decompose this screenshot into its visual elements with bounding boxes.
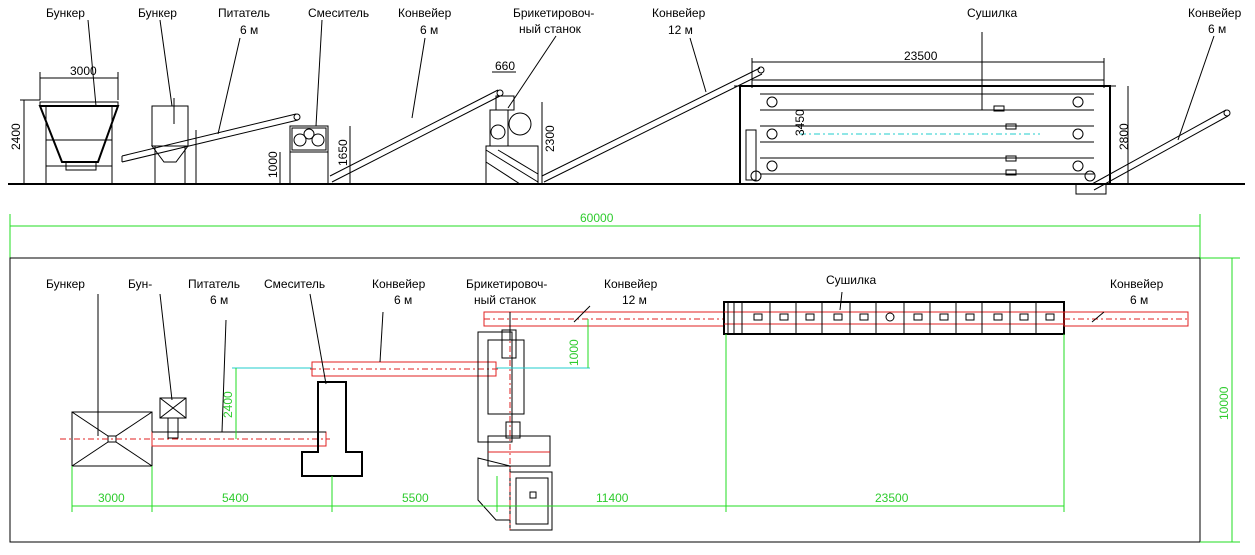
feeder-plan [151, 431, 327, 447]
building-outline [9, 257, 1201, 543]
mixer-h2-dim: 1650 [336, 139, 350, 166]
plan-label-bunker: Бункер [46, 277, 85, 291]
conveyor-1-elevation [329, 89, 504, 183]
dryer-plan [723, 301, 1065, 335]
label-bunker-2: Бункер [138, 6, 177, 20]
press-plan [477, 318, 553, 531]
offset-2400-dim: 2400 [221, 391, 235, 418]
plan-view: 60000 10000 [9, 211, 1240, 543]
elevation-view: 3000 2400 [8, 6, 1245, 195]
plan-label-feeder-l1: Питатель [188, 277, 240, 291]
small-bunker-plan [159, 397, 187, 439]
plan-label-conveyor-3-l1: Конвейер [1110, 277, 1164, 291]
dim-5500: 5500 [402, 491, 429, 505]
bunker-2-elevation [151, 98, 197, 184]
conveyor-2-plan [483, 305, 725, 327]
plan-width-dim: 10000 [1217, 386, 1231, 420]
label-press-l2: ный станок [519, 22, 582, 36]
bunker-1-elevation: 3000 2400 [9, 64, 120, 184]
label-dryer: Сушилка [967, 6, 1018, 20]
plan-label-bunker-short: Бун- [128, 277, 152, 291]
conveyor-3-plan [1063, 311, 1189, 327]
plan-label-conveyor-2-l1: Конвейер [604, 277, 658, 291]
mixer-plan [301, 381, 363, 477]
dryer-elevation: 23500 3450 2800 [734, 32, 1131, 185]
elevation-leaders [87, 19, 1215, 141]
label-mixer: Смеситель [308, 6, 369, 20]
plan-offset-dims: 2400 1000 [221, 319, 590, 439]
dim-11400: 11400 [596, 491, 629, 505]
conveyor-3-elevation [1075, 109, 1231, 195]
plan-labels: Бункер Бун- Питатель 6 м Смеситель Конве… [46, 273, 1164, 307]
elevation-labels: Бункер Бункер Питатель 6 м Смеситель Кон… [46, 6, 1242, 37]
plan-label-conveyor-1-l1: Конвейер [372, 277, 426, 291]
dim-3000: 3000 [98, 491, 125, 505]
label-feeder-l1: Питатель [218, 6, 270, 20]
press-width-dim: 660 [495, 59, 515, 73]
plan-width-dimension: 10000 [1200, 257, 1240, 543]
label-feeder-l2: 6 м [240, 23, 258, 37]
label-press-l1: Брикетировоч- [513, 6, 594, 20]
dryer-inner-dim: 3450 [793, 109, 807, 136]
feeder-elevation [121, 113, 301, 163]
label-bunker-1: Бункер [46, 6, 85, 20]
overall-dimension: 60000 [9, 211, 1201, 258]
plan-label-dryer: Сушилка [826, 273, 877, 287]
plan-bottom-dims: 3000 5400 5500 11400 23500 [71, 334, 1065, 512]
plan-label-conveyor-1-l2: 6 м [394, 293, 412, 307]
mixer-h1-dim: 1000 [266, 151, 280, 178]
bunker-plan [60, 411, 330, 467]
plan-label-feeder-l2: 6 м [210, 293, 228, 307]
mixer-elevation: 1000 1650 [266, 125, 351, 185]
label-conveyor-1-l2: 6 м [420, 23, 438, 37]
press-elevation: 660 2300 [485, 59, 557, 185]
dim-23500: 23500 [875, 491, 909, 505]
conveyor-2-elevation [541, 66, 765, 183]
dryer-height-dim: 2800 [1117, 123, 1131, 150]
label-conveyor-2-l2: 12 м [668, 23, 693, 37]
plan-label-mixer: Смеситель [264, 277, 325, 291]
label-conveyor-3-l1: Конвейер [1188, 6, 1242, 20]
overall-length-dim: 60000 [580, 211, 614, 225]
bunker-width-dim: 3000 [70, 64, 97, 78]
plan-label-press-l1: Брикетировоч- [466, 277, 547, 291]
dryer-length-dim: 23500 [904, 49, 938, 63]
press-height-dim: 2300 [543, 125, 557, 152]
label-conveyor-1-l1: Конвейер [398, 6, 452, 20]
plan-label-conveyor-3-l2: 6 м [1130, 293, 1148, 307]
dim-5400: 5400 [222, 491, 249, 505]
plan-label-conveyor-2-l2: 12 м [622, 293, 647, 307]
plan-label-press-l2: ный станок [474, 293, 537, 307]
offset-1000-dim: 1000 [567, 339, 581, 366]
plan-leaders [97, 291, 843, 436]
label-conveyor-3-l2: 6 м [1208, 22, 1226, 36]
bunker-height-dim: 2400 [9, 123, 23, 150]
conveyor-1-plan [310, 361, 500, 377]
label-conveyor-2-l1: Конвейер [652, 6, 706, 20]
